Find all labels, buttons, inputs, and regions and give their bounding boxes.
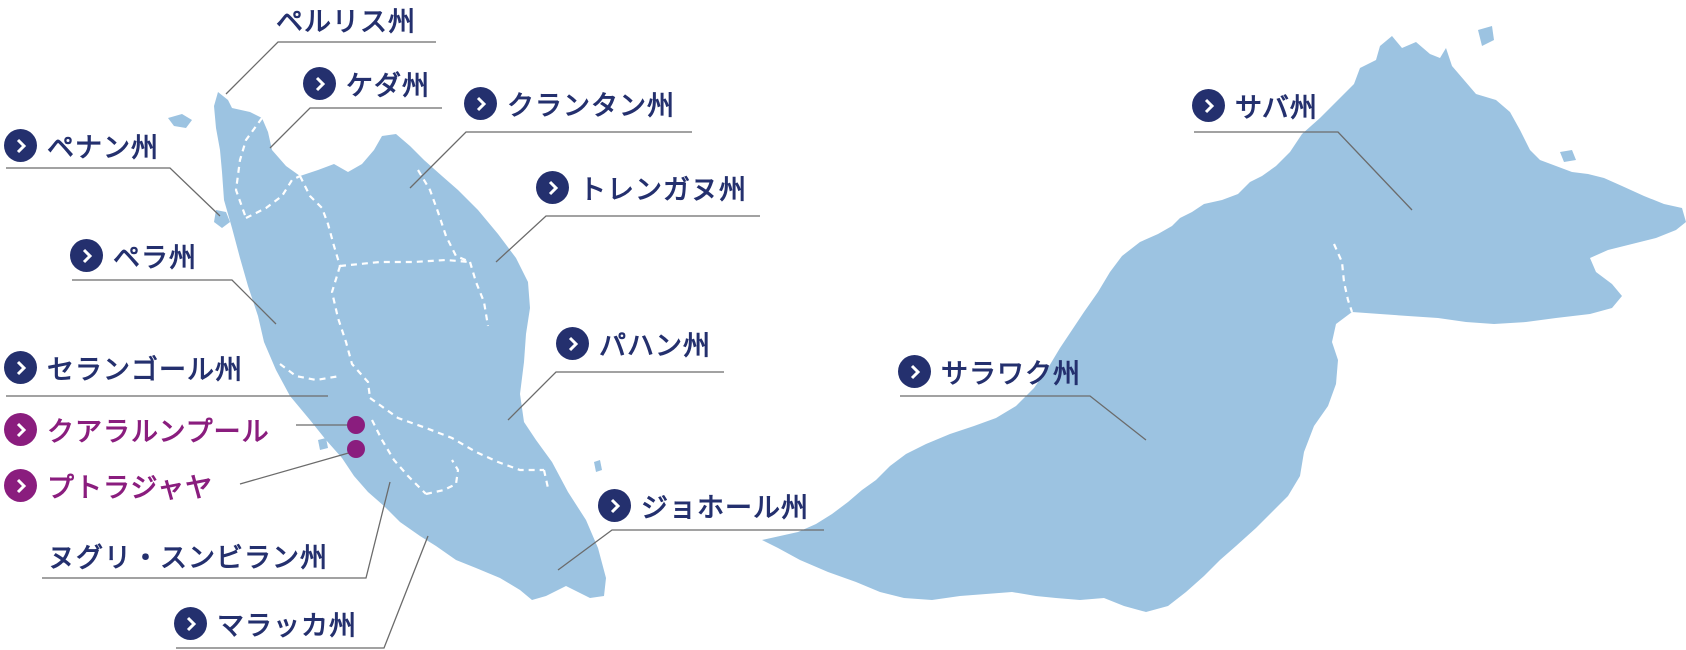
- label-kuala-lumpur[interactable]: クアラルンプール: [4, 410, 270, 449]
- chevron-right-icon: [536, 171, 569, 204]
- chevron-right-icon: [898, 355, 931, 388]
- label-penang[interactable]: ペナン州: [4, 126, 159, 165]
- label-melaka-text: マラッカ州: [217, 611, 357, 642]
- label-perak[interactable]: ペラ州: [70, 236, 197, 275]
- label-sabah[interactable]: サバ州: [1192, 86, 1318, 125]
- label-johor[interactable]: ジョホール州: [598, 486, 809, 525]
- label-kelantan-text: クランタン州: [507, 91, 675, 122]
- labuan-island: [1478, 26, 1494, 46]
- label-melaka[interactable]: マラッカ州: [174, 604, 357, 643]
- label-negeri-sembilan[interactable]: ヌグリ・スンビラン州: [48, 536, 328, 575]
- chevron-right-icon: [70, 239, 103, 272]
- chevron-right-icon: [4, 351, 37, 384]
- chevron-right-icon: [4, 413, 37, 446]
- islet-east: [594, 460, 602, 472]
- putrajaya-marker[interactable]: [347, 440, 365, 458]
- state-borders: [234, 117, 1354, 496]
- chevron-right-icon: [1192, 89, 1225, 122]
- chevron-right-icon: [556, 327, 589, 360]
- leader-lines: [6, 41, 1413, 649]
- label-pahang[interactable]: パハン州: [556, 324, 711, 363]
- chevron-right-icon: [174, 607, 207, 640]
- label-perlis[interactable]: ペルリス州: [276, 0, 416, 39]
- label-johor-text: ジョホール州: [641, 493, 809, 524]
- label-sabah-text: サバ州: [1235, 93, 1318, 124]
- chevron-right-icon: [303, 67, 336, 100]
- label-selangor[interactable]: セランゴール州: [4, 348, 243, 387]
- label-kuala-lumpur-text: クアラルンプール: [47, 417, 270, 448]
- label-kelantan[interactable]: クランタン州: [464, 84, 675, 123]
- label-perlis-text: ペルリス州: [276, 7, 416, 38]
- label-perak-text: ペラ州: [113, 243, 197, 274]
- peninsular-malaysia-landmass: [214, 92, 606, 600]
- langkawi-islet: [168, 114, 192, 128]
- label-putrajaya-text: プトラジャヤ: [47, 473, 214, 504]
- chevron-right-icon: [4, 129, 37, 162]
- label-penang-text: ペナン州: [47, 133, 159, 164]
- banggi-islet: [1560, 150, 1576, 162]
- chevron-right-icon: [4, 469, 37, 502]
- label-terengganu-text: トレンガヌ州: [579, 175, 747, 206]
- label-kedah[interactable]: ケダ州: [303, 64, 430, 103]
- label-negeri-sembilan-text: ヌグリ・スンビラン州: [48, 543, 328, 574]
- label-kedah-text: ケダ州: [346, 71, 430, 102]
- label-sarawak-text: サラワク州: [941, 359, 1081, 390]
- label-selangor-text: セランゴール州: [47, 355, 243, 386]
- chevron-right-icon: [464, 87, 497, 120]
- label-sarawak[interactable]: サラワク州: [898, 352, 1081, 391]
- east-malaysia-landmass: [762, 36, 1686, 612]
- chevron-right-icon: [598, 489, 631, 522]
- kuala-lumpur-marker[interactable]: [347, 416, 365, 434]
- islet-west: [318, 438, 328, 450]
- label-putrajaya[interactable]: プトラジャヤ: [4, 466, 213, 505]
- label-terengganu[interactable]: トレンガヌ州: [536, 168, 747, 207]
- label-pahang-text: パハン州: [599, 331, 711, 362]
